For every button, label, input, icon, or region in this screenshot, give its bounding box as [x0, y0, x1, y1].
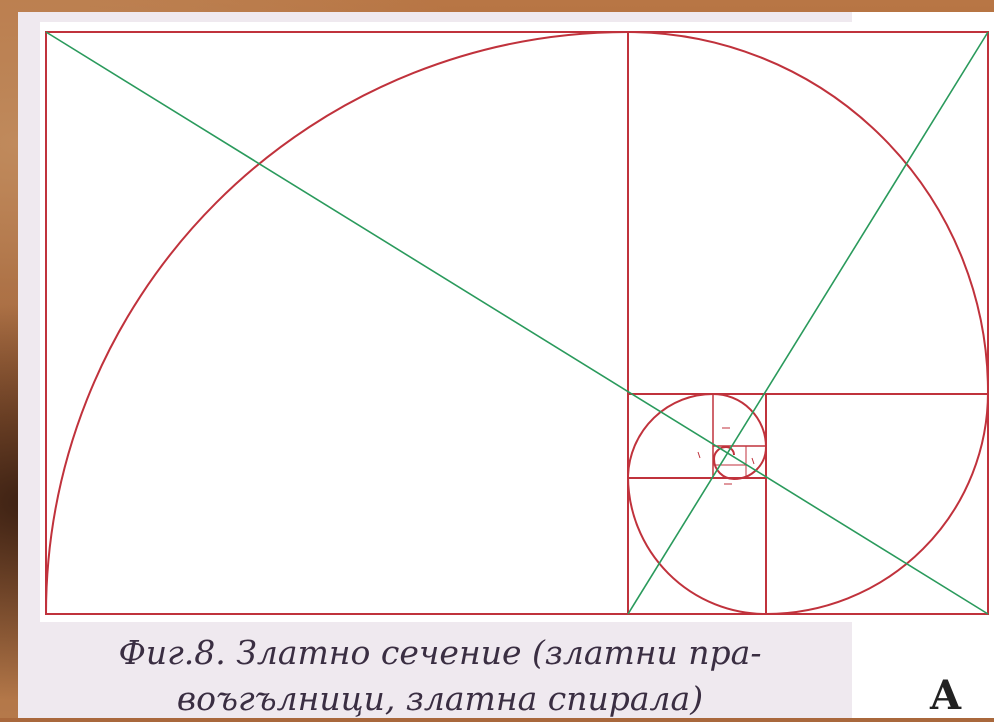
outer-rectangle: [45, 31, 989, 615]
spiral-center-marks: [697, 427, 755, 485]
golden-spiral: [45, 30, 990, 616]
diagonal-secondary: [627, 31, 989, 615]
corner-heading-fragment: A: [930, 672, 962, 719]
caption-line-2: воъгълници, златна спирала): [176, 679, 704, 718]
figure-caption: Фиг.8. Златно сечение (златни пра- воъгъ…: [60, 630, 820, 722]
diagonal-main: [45, 31, 989, 615]
caption-line-1: Фиг.8. Златно сечение (златни пра-: [118, 633, 762, 672]
figure-area: [40, 22, 994, 622]
